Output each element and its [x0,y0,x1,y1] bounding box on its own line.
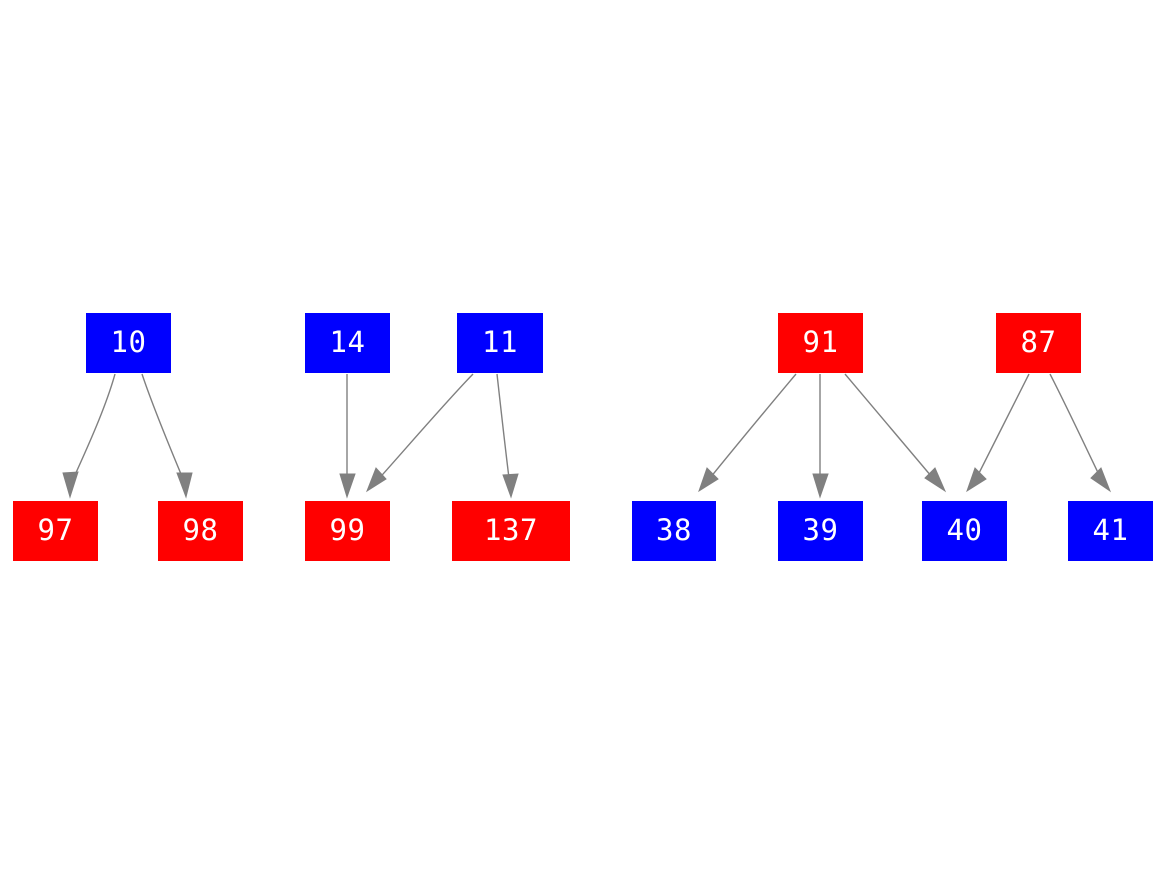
graph-edge [496,373,519,499]
arrowhead-icon [62,471,79,499]
graph-node[interactable]: 41 [1068,501,1153,561]
edge-line [69,373,116,487]
graph-node-label: 11 [482,324,518,359]
graph-node[interactable]: 40 [922,501,1007,561]
graph-node[interactable]: 14 [305,313,390,373]
edge-line [973,373,1030,484]
graph-node[interactable]: 10 [86,313,171,373]
graph-edge [365,373,474,493]
graph-node[interactable]: 98 [158,501,243,561]
arrowhead-icon [339,473,356,499]
graph-node-label: 40 [946,512,983,547]
edge-line [141,373,187,487]
graph-node[interactable]: 39 [778,501,863,561]
arrowhead-icon [1090,467,1112,493]
edge-line [496,373,511,487]
edge-line [374,373,474,484]
edge-line [844,373,938,484]
arrowhead-icon [698,467,719,493]
graph-edge [1049,373,1112,493]
graph-edge [844,373,947,493]
edge-line [1049,373,1104,484]
graph-edge [141,373,193,499]
arrowhead-icon [502,473,519,499]
arrowhead-icon [176,472,193,499]
graph-node-label: 99 [329,512,366,547]
graph-node[interactable]: 11 [457,313,543,373]
graph-node-label: 91 [802,324,839,359]
graph-node-label: 10 [110,324,147,359]
graph-node[interactable]: 137 [452,501,570,561]
graph-node[interactable]: 38 [632,501,716,561]
graph-node-label: 97 [37,512,74,547]
arrowhead-icon [812,473,829,499]
arrowhead-icon [924,467,947,493]
graph-node[interactable]: 99 [305,501,390,561]
graph-node-label: 137 [484,512,538,547]
arrowhead-icon [966,467,987,493]
graph-edge [339,374,356,499]
graph-node-label: 98 [182,512,219,547]
edge-line [705,373,797,484]
graph-node-label: 38 [656,512,692,547]
graph-node-label: 41 [1092,512,1129,547]
graph-node-label: 14 [329,324,366,359]
graph-node[interactable]: 87 [996,313,1081,373]
graph-node[interactable]: 91 [778,313,863,373]
arrowhead-icon [365,467,387,493]
graph-edge [812,374,829,499]
graph-edge [62,373,116,499]
graph-node[interactable]: 97 [13,501,98,561]
graph-node-label: 87 [1020,324,1057,359]
graph-edge [698,373,797,493]
graph-node-label: 39 [802,512,839,547]
graph-edge [966,373,1030,493]
